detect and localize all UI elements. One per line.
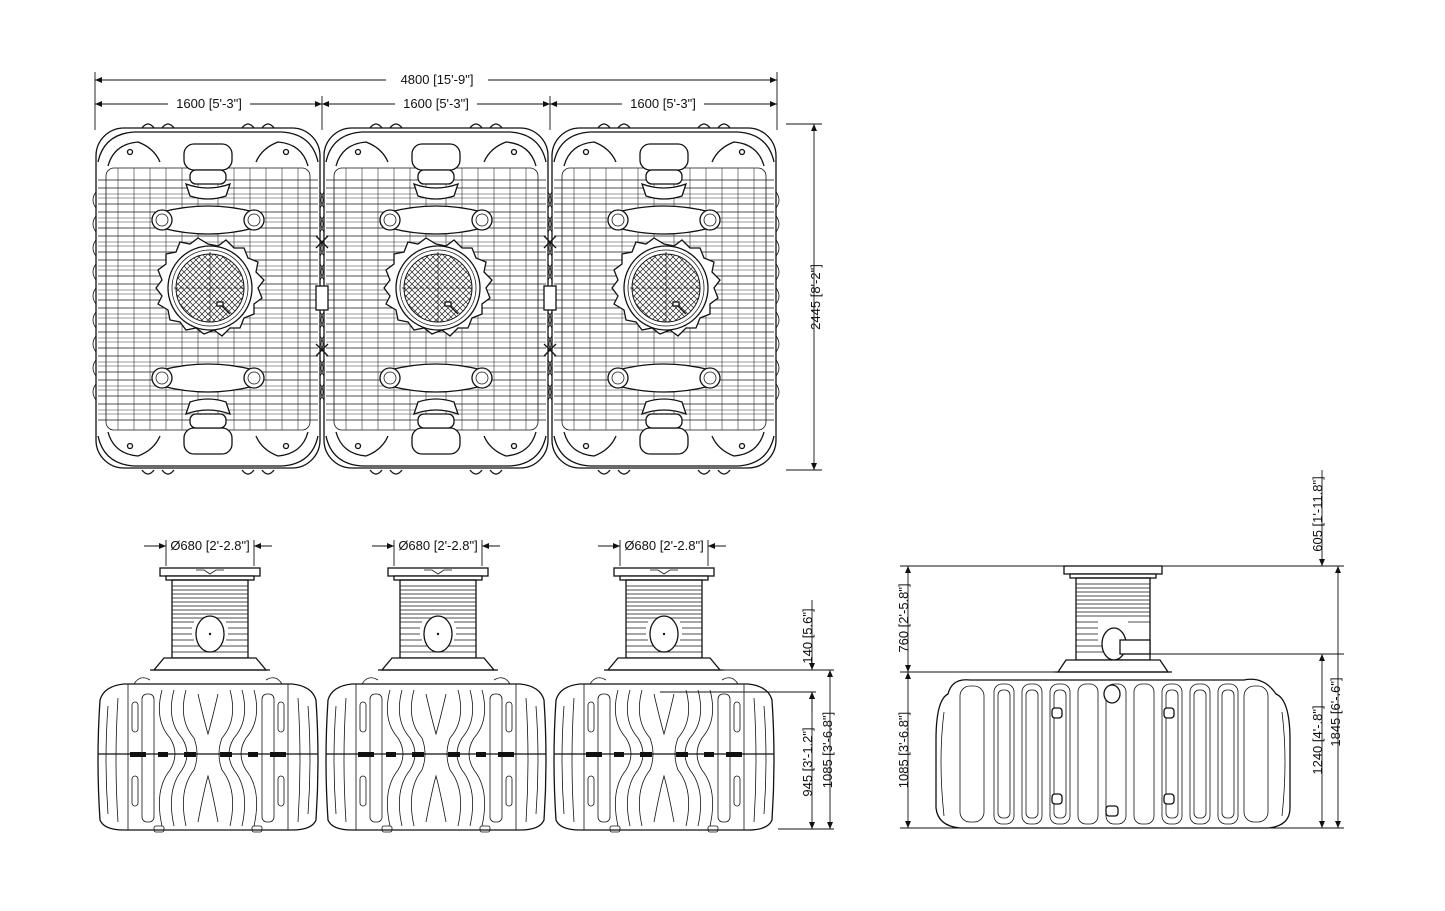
side-view: Ø680 [2'-2.8"] Ø680 [2'-2.8"] Ø680 [2'-2… — [97, 538, 835, 833]
module-width-dimensions: 1600 [5'-3"] 1600 [5'-3"] 1600 [5'-3"] — [95, 95, 777, 130]
manhole-diameter-dimensions: Ø680 [2'-2.8"] Ø680 [2'-2.8"] Ø680 [2'-2… — [144, 538, 726, 566]
manhole-diameter-label-2: Ø680 [2'-2.8"] — [398, 538, 477, 553]
inlet-height-label: 945 [3'-1.2"] — [800, 727, 815, 796]
overall-width-dimension: 4800 [15'-9"] — [94, 71, 778, 130]
end-view-tank — [935, 678, 1291, 829]
plan-module-2 — [320, 123, 552, 475]
side-module-1 — [97, 677, 319, 833]
overall-length-dimension: 2445 [8'-2"] — [786, 123, 823, 471]
pipe-height-label: 1240 [4'-.8"] — [1310, 705, 1325, 774]
module-width-label-1: 1600 [5'-3"] — [176, 96, 242, 111]
riser-height-label: 760 [2'-5.8"] — [896, 583, 911, 652]
tank-height-label: 1085 [3'-6.8"] — [820, 712, 835, 788]
side-riser-2 — [377, 567, 499, 671]
overall-width-label: 4800 [15'-9"] — [401, 72, 474, 87]
side-riser-3 — [603, 567, 725, 671]
module-width-label-3: 1600 [5'-3"] — [630, 96, 696, 111]
side-height-dimensions: 140 [5.6"] 945 [3'-1.2"] 1085 [3'-6.8"] — [660, 600, 835, 830]
side-module-2 — [325, 677, 547, 833]
end-view-riser — [1054, 565, 1172, 673]
side-riser-1 — [149, 567, 271, 671]
plan-module-1 — [92, 123, 324, 475]
end-tank-height-label: 1085 [3'-6.8"] — [896, 712, 911, 788]
plan-module-3 — [548, 123, 780, 475]
plan-view: 4800 [15'-9"] 1600 [5'-3"] 1600 [5'-3"] … — [92, 71, 823, 475]
end-view-dimensions: 605 [1'-11.8"] 760 [2'-5.8"] 1085 [3'-6.… — [896, 470, 1344, 829]
end-view: 605 [1'-11.8"] 760 [2'-5.8"] 1085 [3'-6.… — [896, 470, 1344, 829]
manhole-diameter-label-3: Ø680 [2'-2.8"] — [624, 538, 703, 553]
overall-length-label: 2445 [8'-2"] — [808, 264, 823, 330]
manhole-diameter-label-1: Ø680 [2'-2.8"] — [170, 538, 249, 553]
riser-extension-label: 605 [1'-11.8"] — [1310, 476, 1325, 552]
collar-height-label: 140 [5.6"] — [800, 608, 815, 663]
module-width-label-2: 1600 [5'-3"] — [403, 96, 469, 111]
side-module-3 — [553, 677, 775, 833]
overall-height-label: 1845 [6'-.6"] — [1328, 677, 1343, 746]
